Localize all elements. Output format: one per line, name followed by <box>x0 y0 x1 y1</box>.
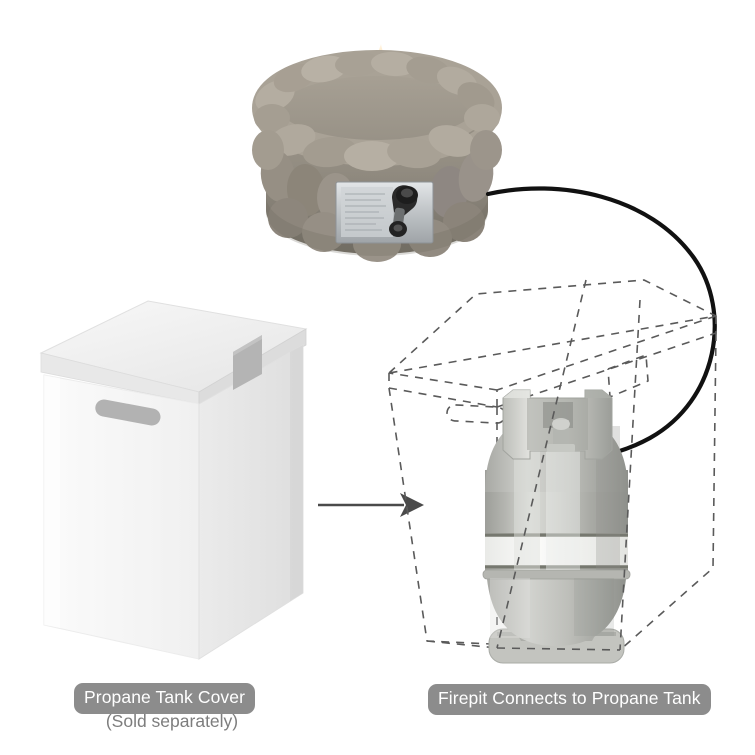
propane-tank-cover-label: Propane Tank Cover <box>74 683 256 714</box>
sold-separately-note: (Sold separately) <box>105 711 239 731</box>
firepit-connects-label: Firepit Connects to Propane Tank <box>428 684 711 715</box>
firepit-control-panel <box>335 181 434 244</box>
ghost-outline-overlay <box>496 279 641 651</box>
gas-hose <box>485 186 717 460</box>
propane-tank-cover-box <box>39 300 308 660</box>
tank-lower-dome <box>486 560 627 646</box>
rim-cap-stones <box>254 51 500 171</box>
tank-weld-ring <box>482 569 631 580</box>
propane-tank <box>482 389 631 664</box>
tank-label-band <box>485 533 628 569</box>
box-handle-front <box>95 399 161 426</box>
firepit-illustration <box>252 44 502 262</box>
box-right-face <box>198 344 304 660</box>
